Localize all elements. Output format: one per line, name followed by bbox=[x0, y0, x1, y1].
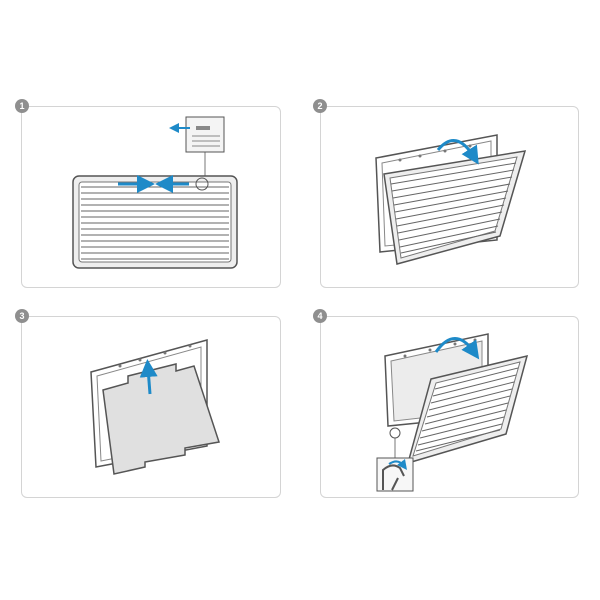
tilt-arrow bbox=[434, 337, 480, 360]
step-4-illustration bbox=[376, 333, 529, 492]
latch-detail-inset bbox=[169, 116, 225, 176]
hook-arrow bbox=[388, 458, 408, 470]
step-number-badge: 3 bbox=[15, 309, 29, 323]
step-number-badge: 1 bbox=[15, 99, 29, 113]
step-2-illustration bbox=[375, 134, 527, 265]
step-3-illustration bbox=[90, 339, 220, 475]
step-number-badge: 2 bbox=[313, 99, 327, 113]
tilt-arrow bbox=[436, 139, 479, 165]
hinge-detail-inset bbox=[376, 457, 414, 492]
vent-grille-front bbox=[72, 175, 238, 269]
filter-mat bbox=[102, 363, 220, 475]
step-1-illustration bbox=[72, 116, 238, 269]
lift-up-arrow bbox=[139, 359, 158, 395]
step-number-badge: 4 bbox=[313, 309, 327, 323]
